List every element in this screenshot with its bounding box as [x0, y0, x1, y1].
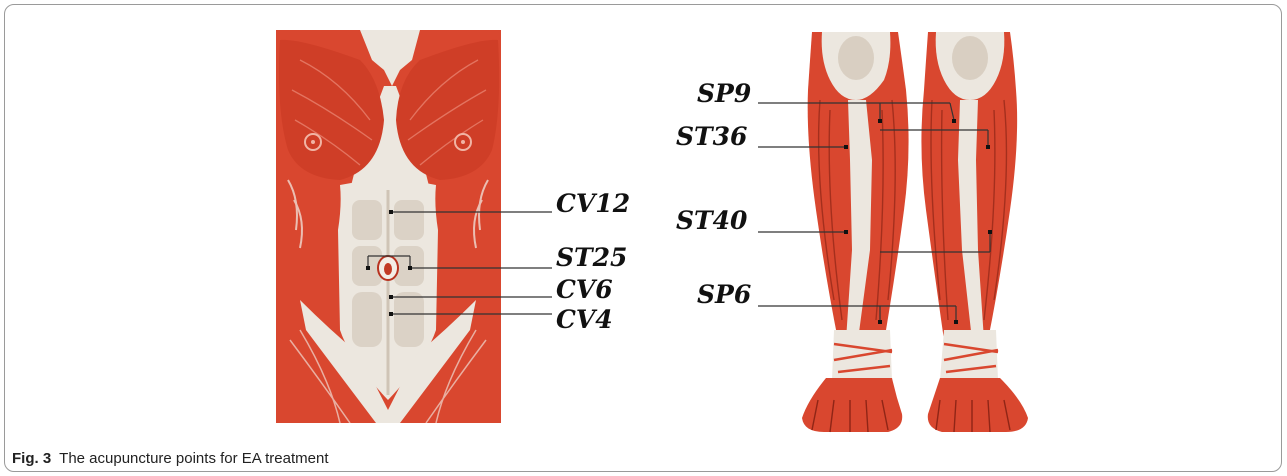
- label-st25: ST25: [556, 243, 627, 272]
- right-leg: [921, 32, 1028, 432]
- torso-point-labels: CV12 ST25 CV6 CV4: [556, 189, 630, 334]
- caption-text: The acupuncture points for EA treatment: [59, 450, 328, 467]
- caption-label: Fig. 3: [12, 450, 51, 467]
- point-marker-sp9-right: [952, 119, 956, 123]
- point-marker-cv6: [389, 295, 393, 299]
- label-st36: ST36: [676, 122, 747, 151]
- point-marker-st36-left: [844, 145, 848, 149]
- point-marker-st36-right: [986, 145, 990, 149]
- point-marker-st40-right: [988, 230, 992, 234]
- point-marker-st25-right: [408, 266, 412, 270]
- point-marker-cv12: [389, 210, 393, 214]
- point-marker-sp6-right: [954, 320, 958, 324]
- label-cv6: CV6: [556, 275, 613, 304]
- figure-caption: Fig. 3 The acupuncture points for EA trea…: [12, 450, 329, 467]
- label-cv12: CV12: [556, 189, 630, 218]
- label-cv4: CV4: [556, 305, 613, 334]
- label-sp6: SP6: [697, 280, 751, 309]
- torso-illustration: [276, 30, 501, 423]
- point-marker-st25-left: [366, 266, 370, 270]
- leg-point-labels: SP9 ST36 ST40 SP6: [676, 79, 751, 309]
- point-marker-cv4: [389, 312, 393, 316]
- label-sp9: SP9: [697, 79, 751, 108]
- point-marker-sp9-left: [878, 119, 882, 123]
- point-marker-st40-left: [844, 230, 848, 234]
- label-st40: ST40: [676, 206, 748, 235]
- point-marker-sp6-left: [878, 320, 882, 324]
